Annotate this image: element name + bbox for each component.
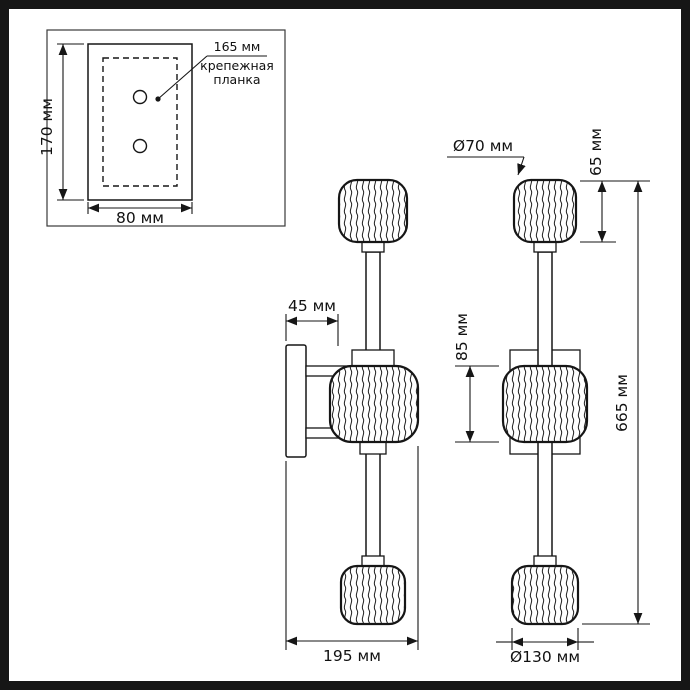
plate-caption-line2: планка	[213, 72, 260, 87]
dim-130-label: Ø130 мм	[510, 648, 580, 666]
bottom-shade	[510, 564, 580, 626]
dim-45-label: 45 мм	[288, 297, 336, 315]
bottom-shade-collar	[533, 555, 557, 567]
dim-665-label: 665 мм	[613, 374, 631, 432]
wall-plate	[285, 344, 307, 458]
leader-dot	[155, 96, 161, 102]
plate-caption-line1: крепежная	[200, 58, 274, 73]
mounting-hole-bottom	[132, 138, 148, 154]
dim-65-label: 65 мм	[587, 128, 605, 176]
mounting-plate-inset: 170 мм 80 мм 165 мм крепежная планка	[38, 29, 286, 227]
lamp-side-view: 45 мм 195 мм	[285, 178, 420, 665]
mounting-plate-dashed-outline	[102, 57, 178, 187]
mount-block	[351, 349, 395, 367]
dim-80-label: 80 мм	[116, 209, 164, 227]
top-shade-collar	[533, 241, 557, 253]
mounting-hole-top	[132, 89, 148, 105]
dim-165-label: 165 мм	[214, 39, 261, 54]
mounting-plate-outline	[87, 43, 193, 201]
middle-shade	[501, 364, 589, 444]
dim-195-label: 195 мм	[323, 647, 381, 665]
dim-170-label: 170 мм	[38, 98, 56, 156]
top-shade	[337, 178, 409, 244]
bottom-shade	[339, 564, 407, 626]
top-shade-collar	[361, 241, 385, 253]
lamp-front-view: Ø70 мм 65 мм 85 мм 665 мм Ø130 мм	[447, 128, 650, 666]
dim-85-label: 85 мм	[453, 313, 471, 361]
middle-shade	[328, 364, 420, 444]
bottom-shade-collar	[361, 555, 385, 567]
leader-line	[517, 156, 526, 176]
dim-70-label: Ø70 мм	[453, 137, 513, 155]
leader-line	[157, 55, 208, 100]
middle-collar	[359, 441, 387, 455]
top-shade	[512, 178, 578, 244]
